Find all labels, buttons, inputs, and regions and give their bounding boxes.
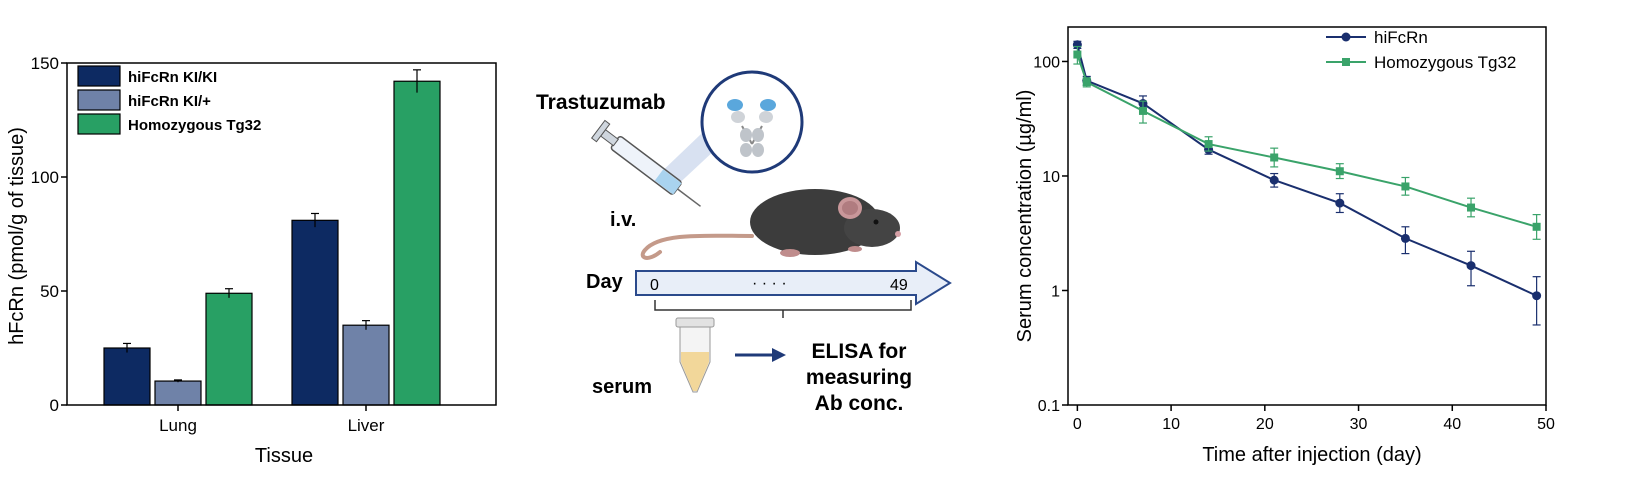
bar — [205, 292, 253, 406]
day-end: 49 — [890, 277, 908, 294]
line-y-tick-label: 10 — [1042, 169, 1060, 186]
sample-tube-icon — [675, 317, 715, 393]
line-x-tick-label: 20 — [1256, 416, 1274, 433]
bar — [154, 380, 202, 406]
line-x-tick-label: 40 — [1443, 416, 1461, 433]
line-y-axis-title: Serum concentration (µg/ml) — [1014, 90, 1036, 343]
assay-line-1: ELISA for — [812, 340, 907, 363]
assay-line-3: Ab conc. — [815, 392, 904, 415]
legend-swatch — [77, 65, 121, 87]
bar-y-axis-title: hFcRn (pmol/g of tissue) — [6, 127, 28, 345]
line-x-tick-label: 10 — [1162, 416, 1180, 433]
legend-label: hiFcRn KI/KI — [128, 69, 217, 86]
syringe-icon — [590, 119, 701, 207]
day-label: Day — [586, 271, 624, 293]
data-point — [1335, 198, 1345, 208]
bar — [291, 219, 339, 406]
bar — [103, 347, 151, 406]
line-x-axis-title: Time after injection (day) — [1202, 444, 1421, 466]
line-x-tick-label: 0 — [1073, 416, 1082, 433]
to-assay-arrow — [735, 348, 786, 362]
bar-y-tick-label: 100 — [31, 168, 59, 187]
line-axes: 0 10 20 30 40 50 0.1 1 10 100 — [1033, 26, 1555, 433]
legend-marker — [1342, 58, 1350, 66]
line-y-tick-label: 0.1 — [1038, 398, 1060, 415]
data-point — [1269, 175, 1279, 185]
line-y-tick-label: 100 — [1033, 54, 1060, 71]
bar-x-axis-title: Tissue — [255, 445, 313, 467]
assay-line-2: measuring — [806, 366, 912, 389]
data-point — [1204, 140, 1213, 149]
route-label: i.v. — [610, 209, 636, 231]
line-chart: 0 10 20 30 40 50 0.1 1 10 100 Time after injectio… — [1014, 26, 1555, 466]
legend-marker — [1341, 32, 1351, 42]
line-y-tick-label: 1 — [1051, 283, 1060, 300]
bar-y-tick-label: 0 — [50, 396, 59, 415]
mouse-icon — [640, 189, 901, 260]
line-x-tick-label: 30 — [1350, 416, 1368, 433]
legend-swatch — [77, 89, 121, 111]
sample-label: serum — [592, 376, 652, 398]
experiment-schematic: Trastuzumab i.v. — [536, 70, 952, 415]
data-point — [1082, 78, 1091, 87]
data-point — [1466, 261, 1476, 271]
bar-legend: hiFcRn KI/KI hiFcRn KI/+ Homozygous Tg32 — [77, 65, 261, 135]
bar — [393, 80, 441, 406]
data-point — [1073, 50, 1082, 59]
data-point — [1270, 153, 1279, 162]
bar-y-tick-label: 50 — [40, 282, 59, 301]
bar — [342, 324, 390, 406]
data-point — [1335, 167, 1344, 176]
series-line — [1076, 54, 1537, 228]
data-point — [1467, 203, 1476, 212]
day-dots: · · · · — [752, 275, 787, 292]
bar-plot-frame — [66, 62, 497, 406]
bar-marks — [103, 69, 441, 406]
data-point — [1532, 222, 1541, 231]
bar-category-label: Lung — [159, 416, 197, 435]
bar-category-label: Liver — [348, 416, 385, 435]
line-plot-frame — [1067, 26, 1547, 406]
data-point — [1138, 106, 1147, 115]
line-marks — [1072, 40, 1542, 326]
legend-label: Homozygous Tg32 — [1374, 53, 1516, 72]
day-start: 0 — [650, 277, 659, 294]
timeline-arrow — [635, 260, 952, 306]
series-line — [1076, 44, 1538, 297]
legend-swatch — [77, 113, 121, 135]
legend-label: hiFcRn — [1374, 28, 1428, 47]
data-point — [1401, 182, 1410, 191]
data-point — [1400, 233, 1410, 243]
sampling-bracket — [654, 300, 912, 318]
data-point — [1532, 291, 1542, 301]
legend-label: Homozygous Tg32 — [128, 117, 261, 134]
drug-label: Trastuzumab — [536, 91, 666, 114]
antibody-icon — [655, 70, 804, 190]
bar-y-tick-label: 150 — [31, 54, 59, 73]
line-x-tick-label: 50 — [1537, 416, 1555, 433]
legend-label: hiFcRn KI/+ — [128, 93, 211, 110]
